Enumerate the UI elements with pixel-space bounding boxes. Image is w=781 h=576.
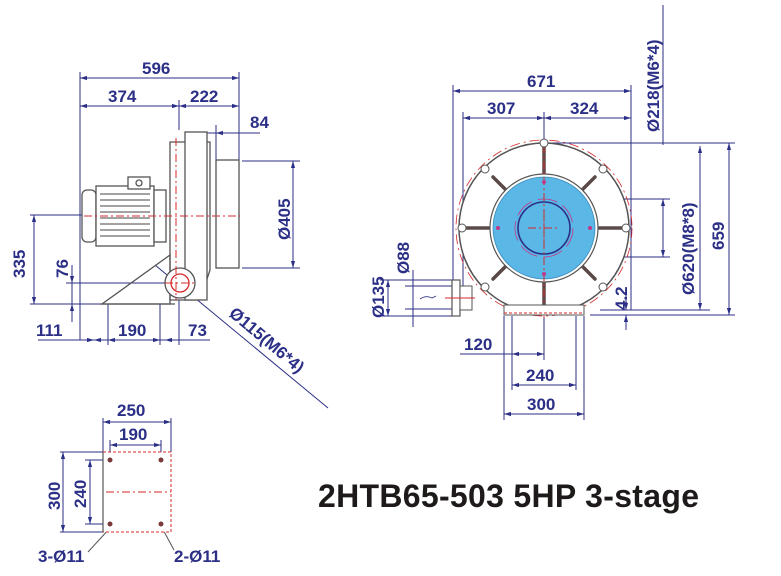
dim-120: 120 — [464, 335, 492, 354]
dim-250: 250 — [117, 401, 145, 420]
dim-76: 76 — [53, 259, 72, 278]
side-view-body — [81, 131, 240, 305]
dim-300: 300 — [527, 395, 555, 414]
dim-620: Ø620(M8*8) — [679, 202, 698, 295]
dim-218: Ø218(M6*4) — [644, 39, 663, 132]
dim-300-plate: 300 — [45, 482, 64, 510]
dim-111: 111 — [36, 321, 63, 340]
dim-671: 671 — [527, 72, 555, 91]
dim-659: 659 — [709, 222, 728, 250]
dim-240-plate: 240 — [71, 480, 90, 508]
dim-405: Ø405 — [275, 198, 294, 240]
base-plate-labels: 250 190 300 240 3-Ø11 2-Ø11 — [38, 401, 220, 566]
front-view-labels: 671 307 324 Ø218(M6*4) Ø620(M8*8) 659 4.… — [369, 39, 728, 414]
dim-324: 324 — [570, 99, 599, 118]
dim-596: 596 — [142, 59, 170, 78]
front-view — [380, 5, 735, 420]
dim-135: Ø135 — [369, 276, 388, 318]
side-view — [30, 72, 329, 409]
dim-374: 374 — [108, 87, 137, 106]
dim-88: Ø88 — [394, 242, 413, 274]
side-centerlines — [84, 138, 240, 300]
holes-left-label: 3-Ø11 — [38, 547, 84, 566]
dim-307: 307 — [487, 99, 515, 118]
dim-222: 222 — [190, 87, 218, 106]
dim-335: 335 — [10, 250, 29, 278]
dim-84: 84 — [250, 113, 269, 132]
model-title: 2HTB65-503 5HP 3-stage — [318, 478, 700, 514]
dim-190-plate: 190 — [119, 425, 147, 444]
holes-right-label: 2-Ø11 — [174, 547, 220, 566]
dim-190: 190 — [118, 321, 146, 340]
base-plate-body — [102, 451, 172, 533]
dim-73: 73 — [188, 321, 207, 340]
front-view-body — [419, 138, 633, 320]
dim-4-2: 4.2 — [612, 286, 631, 310]
dim-115: Ø115(M6*4) — [225, 304, 307, 377]
casing-lugs — [457, 138, 631, 292]
dim-240: 240 — [526, 366, 554, 385]
